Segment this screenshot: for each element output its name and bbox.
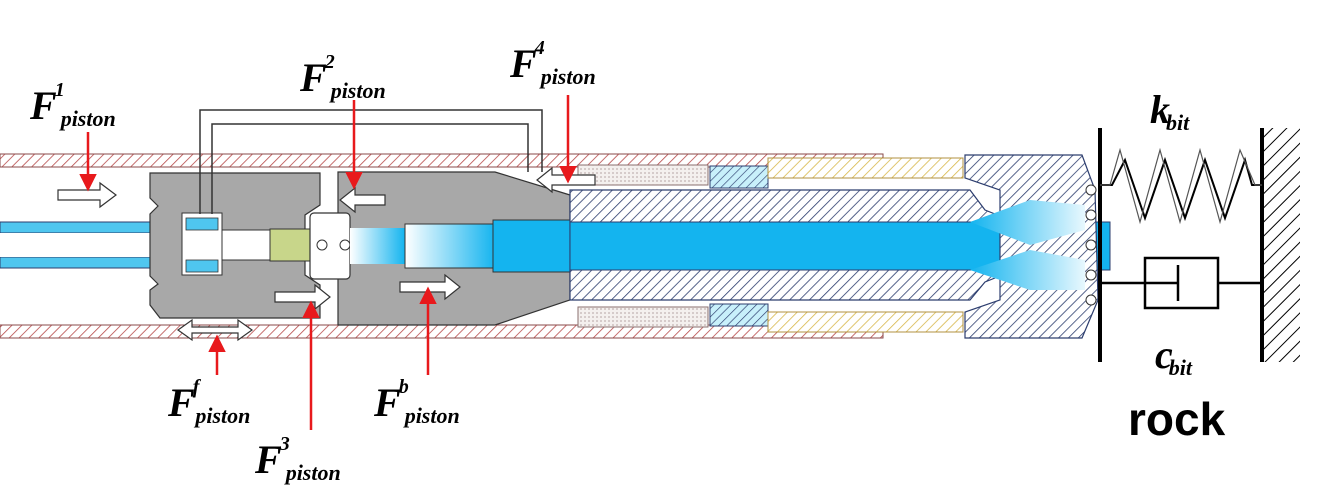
label-f2-piston: F2piston	[300, 51, 386, 103]
damper-icon	[1100, 256, 1262, 310]
label-fb-piston: Fbpiston	[374, 376, 460, 428]
drill-bit	[964, 154, 1099, 339]
air-passage	[199, 109, 543, 214]
label-f1-piston: F1piston	[30, 79, 116, 131]
label-k-bit: kbit	[1150, 87, 1190, 135]
piston	[309, 171, 574, 326]
bit-rock-model	[1098, 128, 1300, 362]
spring-icon	[1100, 156, 1262, 222]
label-f3-piston: F3piston	[255, 433, 341, 485]
label-c-bit: cbit	[1155, 332, 1192, 380]
label-f4-piston: F4piston	[510, 37, 596, 89]
force-arrows	[79, 95, 577, 430]
cylinder-body	[149, 172, 321, 319]
label-rock: rock	[1128, 393, 1226, 445]
label-ff-piston: Ffpiston	[168, 376, 251, 428]
